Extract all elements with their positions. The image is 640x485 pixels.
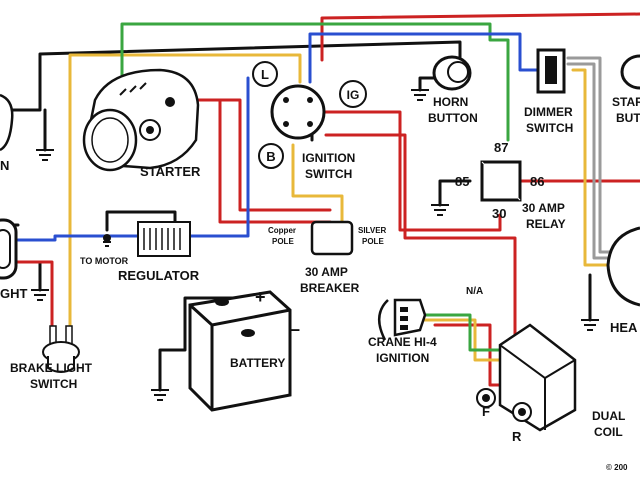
ground-symbol <box>151 389 169 401</box>
brake-light-switch <box>42 325 80 373</box>
to-motor-label: TO MOTOR <box>80 256 129 266</box>
ignition-switch <box>270 84 326 140</box>
relay-30amp <box>480 160 522 202</box>
ignition-switch-label-line1: IGNITION <box>302 151 355 165</box>
silver-pole-label-line2: POLE <box>362 237 384 246</box>
regulator-label: REGULATOR <box>118 268 200 283</box>
start-button-partial <box>620 54 640 90</box>
ignition-terminal-b: B <box>258 143 284 169</box>
breaker-label-line2: BREAKER <box>300 281 360 295</box>
svg-text:IG: IG <box>347 88 360 102</box>
silver-pole-label-line1: SILVER <box>358 226 387 235</box>
breaker-30amp <box>310 220 354 256</box>
wire-green <box>120 22 510 352</box>
ground-symbol <box>411 89 429 101</box>
horn-label-line2: BUTTON <box>428 111 478 125</box>
wire-gray <box>566 56 614 260</box>
na-label: N/A <box>466 286 483 297</box>
crane-hi4-ignition <box>378 298 427 341</box>
left-n-label: N <box>0 158 9 173</box>
dual-coil <box>476 323 577 432</box>
coil-r-label: R <box>512 429 522 444</box>
battery-label: BATTERY <box>230 356 285 370</box>
copyright-label: © 200 <box>606 463 628 472</box>
headlight-left-partial <box>0 93 14 152</box>
battery <box>188 290 292 412</box>
starter-motor <box>82 68 200 172</box>
dimmer-label-line1: DIMMER <box>524 105 573 119</box>
start-label-line1: STAR <box>612 95 640 109</box>
dimmer-switch <box>536 48 566 94</box>
horn-button <box>432 55 472 91</box>
battery-minus: – <box>290 319 300 339</box>
relay-pin-85: 85 <box>455 174 469 189</box>
wire-red <box>0 12 640 387</box>
right-hea-label: HEA <box>610 320 638 335</box>
horn-label-line1: HORN <box>433 95 468 109</box>
breaker-label-line1: 30 AMP <box>305 265 348 279</box>
relay-pin-87: 87 <box>494 140 508 155</box>
svg-text:L: L <box>261 67 269 82</box>
dimmer-label-line2: SWITCH <box>526 121 573 135</box>
relay-label-line2: RELAY <box>526 217 566 231</box>
relay-pin-30: 30 <box>492 206 506 221</box>
ground-symbol <box>431 204 449 216</box>
ground-symbol <box>36 149 54 161</box>
ground-symbol <box>581 319 599 331</box>
ignition-terminal-ig: IG <box>339 80 367 108</box>
svg-text:B: B <box>266 149 275 164</box>
battery-plus: + <box>255 287 266 307</box>
start-label-line2: BUTT <box>616 111 640 125</box>
copper-pole-label-line2: POLE <box>272 237 294 246</box>
coil-f-label: F <box>482 404 490 419</box>
ignition-switch-label-line2: SWITCH <box>305 167 352 181</box>
coil-label-line1: DUAL <box>592 409 625 423</box>
relay-label-line1: 30 AMP <box>522 201 565 215</box>
brake-label-line1: BRAKE LIGHT <box>10 361 93 375</box>
copper-pole-label-line1: Copper <box>268 226 296 235</box>
regulator <box>137 221 191 257</box>
brake-label-line2: SWITCH <box>30 377 77 391</box>
crane-label-line2: IGNITION <box>376 351 429 365</box>
coil-label-line2: COIL <box>594 425 623 439</box>
to-motor-plug <box>103 234 111 247</box>
crane-label-line1: CRANE HI-4 <box>368 335 437 349</box>
wire-yellow <box>68 53 614 362</box>
tail-light-left-partial <box>0 218 18 280</box>
left-ght-label: GHT <box>0 286 28 301</box>
ignition-terminal-l: L <box>252 61 278 87</box>
wire-blue <box>16 32 542 242</box>
relay-pin-86: 86 <box>530 174 544 189</box>
headlight-right-partial <box>606 226 640 307</box>
starter-label: STARTER <box>140 164 201 179</box>
ground-symbol <box>31 289 49 301</box>
